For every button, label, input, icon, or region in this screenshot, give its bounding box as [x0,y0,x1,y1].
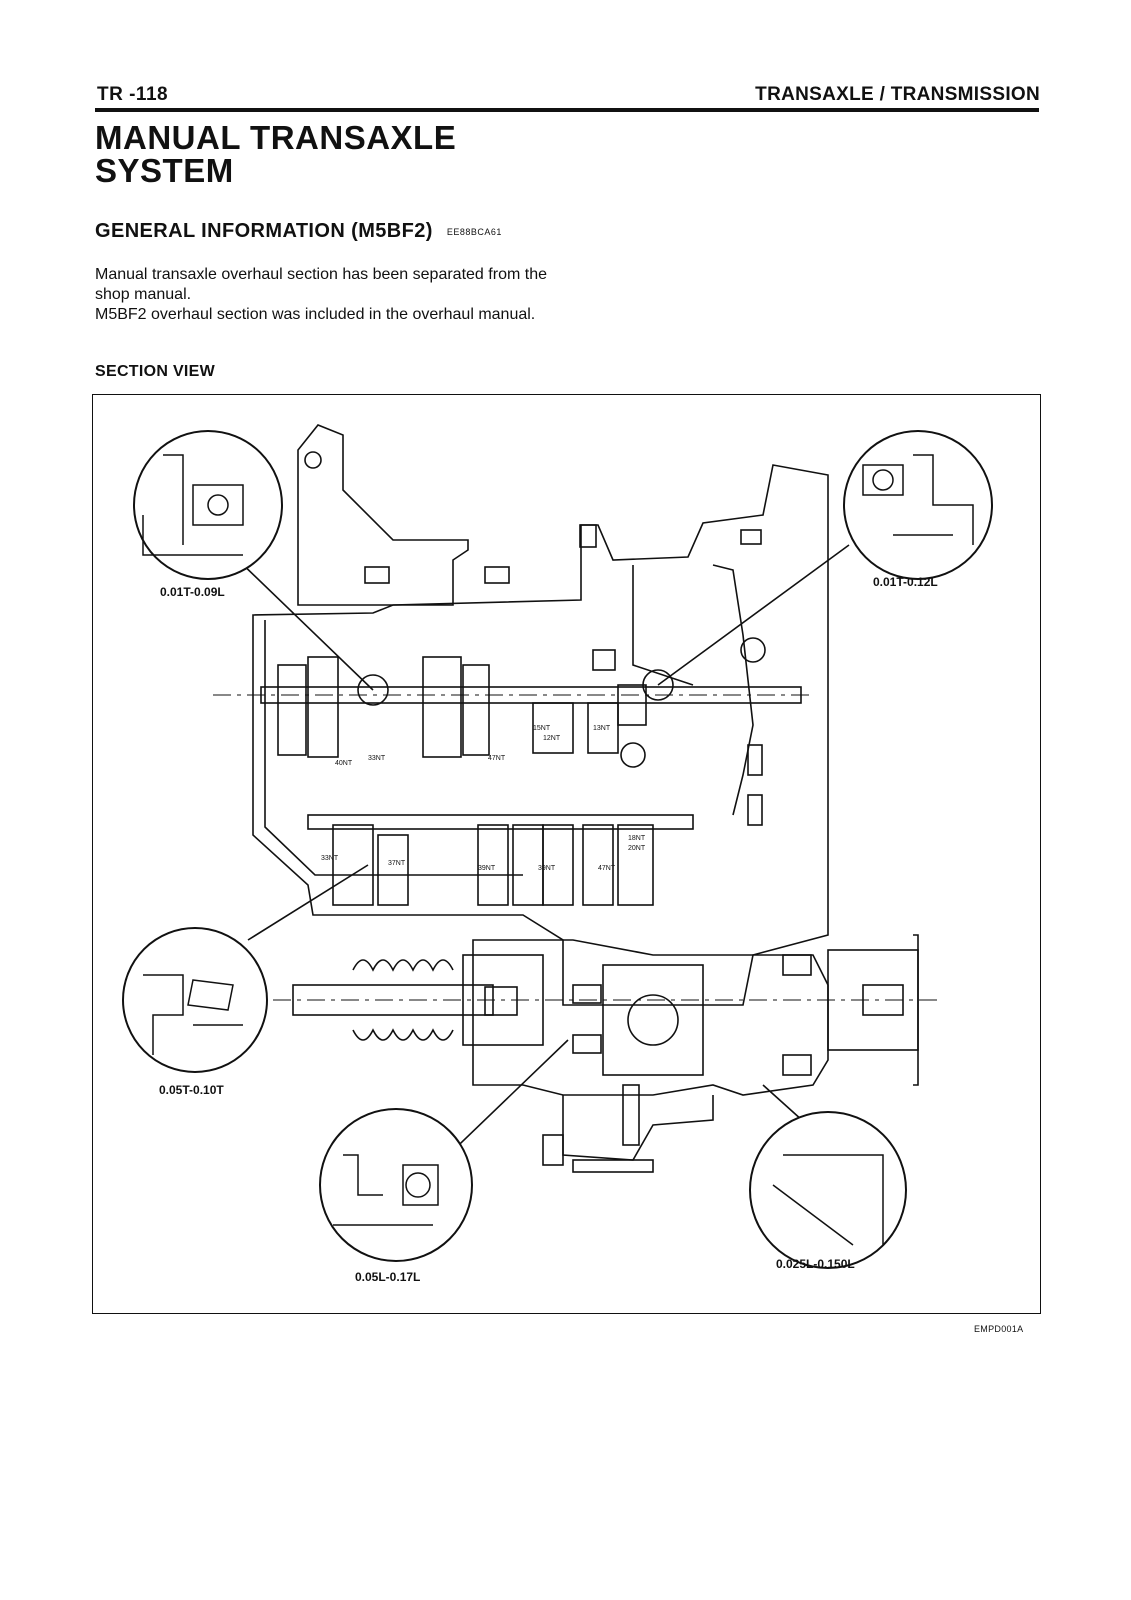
gear-tooth-label: 13NT [593,725,611,732]
general-info-code: EE88BCA61 [446,227,502,237]
gear-tooth-label: 39NT [538,865,556,872]
gear-tooth-label: 20NT [628,845,646,852]
clearance-label-bottom-center: 0.05L-0.17L [355,1270,421,1284]
gear-tooth-label: 37NT [388,860,406,867]
clearance-label-middle-left: 0.05T-0.10T [159,1083,224,1097]
gear-tooth-label: 18NT [628,835,646,842]
gear-tooth-label: 47NT [488,755,506,762]
gear-tooth-label: 33NT [321,855,339,862]
page-title-line1: MANUAL TRANSAXLE [95,119,457,156]
clearance-label-top-right: 0.01T-0.12L [873,575,938,589]
gear-tooth-label: 12NT [543,735,561,742]
detail-circle-middle-left [122,927,268,1073]
page-title: MANUAL TRANSAXLE SYSTEM [95,121,595,187]
page-title-line2: SYSTEM [95,152,234,189]
gear-tooth-label: 40NT [335,760,353,767]
page-number: TR -118 [97,84,169,105]
general-info-heading: GENERAL INFORMATION (M5BF2) EE88BCA61 [95,220,502,243]
figure-code: EMPD001A [974,1324,1024,1334]
section-view-figure: 40NT 33NT 15NT 12NT 13NT 47NT 33NT 37NT 39NT 39NT… [92,394,1041,1314]
transaxle-section-drawing: 40NT 33NT 15NT 12NT 13NT 47NT 33NT 37NT 39NT 39NT… [122,424,993,1269]
gear-tooth-label: 15NT [533,725,551,732]
detail-circle-bottom-center [319,1108,473,1262]
gear-tooth-label: 47NT [598,865,616,872]
general-info-heading-text: GENERAL INFORMATION (M5BF2) [95,220,433,242]
clearance-label-top-left: 0.01T-0.09L [160,585,225,599]
detail-circle-bottom-right [749,1111,907,1269]
header-rule [95,108,1039,112]
section-header: TRANSAXLE / TRANSMISSION [755,84,1040,105]
detail-circle-top-right [843,430,993,580]
gear-tooth-label: 39NT [478,865,496,872]
intro-paragraph-1: Manual transaxle overhaul section has be… [95,266,547,303]
section-view-heading: SECTION VIEW [95,363,216,380]
intro-text: Manual transaxle overhaul section has be… [95,265,547,325]
intro-paragraph-2: M5BF2 overhaul section was included in t… [95,306,536,323]
gear-tooth-label: 33NT [368,755,386,762]
clearance-label-bottom-right: 0.025L-0.150L [776,1257,855,1271]
